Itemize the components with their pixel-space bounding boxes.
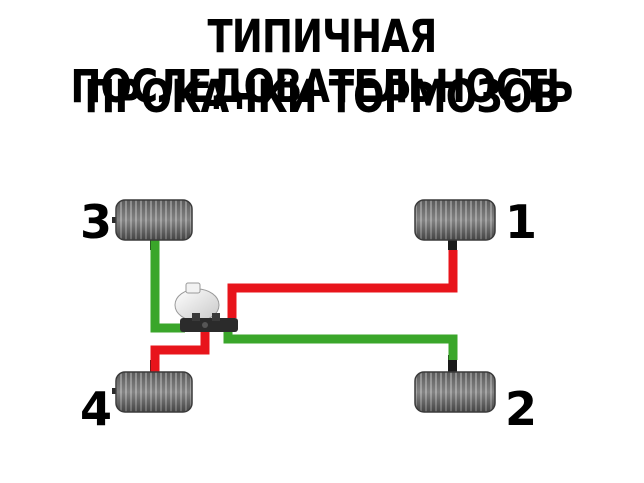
wheel-number-1: 1 (505, 195, 537, 249)
title-line-2: ПРОКАЧКИ ТОРМОЗОВ (84, 70, 560, 123)
wheel-number-4: 4 (80, 382, 112, 436)
title-line-1: ТИПИЧНАЯ ПОСЛЕДОВАТЕЛЬНОСТЬ (70, 10, 574, 113)
wheel-number-3: 3 (80, 195, 112, 249)
wheel-rear-left (115, 371, 193, 413)
wheel-front-right (414, 199, 496, 241)
wheel-front-left (115, 199, 193, 241)
master-cylinder (174, 282, 238, 332)
rear-right-stub-axle (448, 355, 457, 385)
red-brake-circuit (150, 250, 458, 372)
wheel-number-2: 2 (505, 382, 537, 436)
wheel-rear-right (414, 371, 496, 413)
